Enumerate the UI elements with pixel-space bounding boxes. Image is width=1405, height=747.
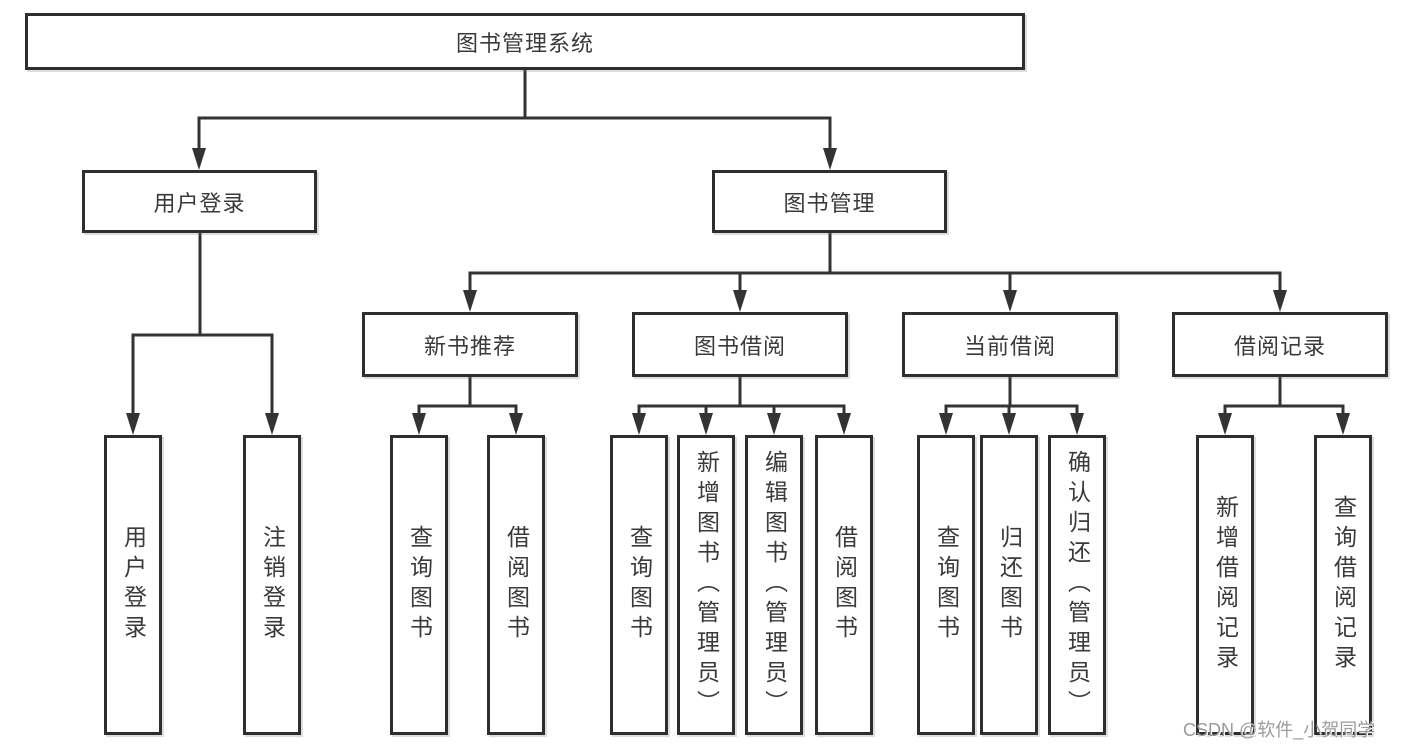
node-label: 用户登录 [153,190,246,216]
leaf-logout: 注销登录 [243,435,301,735]
node-borrow-records: 借阅记录 [1172,312,1388,377]
arrow-icon [192,148,206,170]
arrow-icon [1003,290,1017,312]
arrow-icon [509,413,523,435]
node-label: 新增图书（管理员） [693,450,720,720]
arrow-icon [126,413,140,435]
arrow-icon [767,413,781,435]
arrow-icon [1336,413,1350,435]
node-label: 新书推荐 [423,333,516,359]
node-new-book-recommend: 新书推荐 [362,312,578,377]
node-label: 新增借阅记录 [1212,495,1239,675]
node-label: 图书管理系统 [455,30,594,56]
node-label: 查询借阅记录 [1330,495,1357,675]
leaf-user-login: 用户登录 [104,435,162,735]
arrow-icon [837,413,851,435]
arrow-icon [1218,413,1232,435]
node-book-borrow: 图书借阅 [632,312,848,377]
node-label: 查询图书 [933,525,960,645]
arrow-icon [733,290,747,312]
node-label: 借阅图书 [503,525,530,645]
arrow-icon [699,413,713,435]
node-user-login: 用户登录 [82,170,317,233]
node-label: 确认归还（管理员） [1064,450,1091,720]
arrow-icon [265,413,279,435]
arrow-icon [632,413,646,435]
node-label: 图书借阅 [693,333,786,359]
leaf-query-book-current: 查询图书 [917,435,975,735]
node-label: 用户登录 [120,525,147,645]
connector-book-borrow-children [637,375,846,418]
node-label: 注销登录 [259,525,286,645]
connector-user-login-children [131,231,274,417]
node-root: 图书管理系统 [25,13,1025,70]
node-label: 图书管理 [783,190,876,216]
watermark: CSDN @软件_小贺同学 [1183,720,1376,740]
node-label: 查询图书 [626,525,653,645]
leaf-return-book: 归还图书 [980,435,1038,735]
node-label: 归还图书 [996,525,1023,645]
leaf-edit-book-admin: 编辑图书（管理员） [745,435,803,735]
connector-root-to-level2 [197,68,832,152]
node-label: 当前借阅 [963,333,1056,359]
arrow-icon [1273,290,1287,312]
node-label: 编辑图书（管理员） [761,450,788,720]
leaf-query-book-recommend: 查询图书 [390,435,448,735]
leaf-add-borrow-record: 新增借阅记录 [1196,435,1254,735]
connector-book-management-children [468,231,1282,296]
node-book-management: 图书管理 [712,170,947,233]
leaf-query-book-borrow: 查询图书 [610,435,668,735]
arrow-icon [1002,413,1016,435]
node-label: 查询图书 [406,525,433,645]
leaf-add-book-admin: 新增图书（管理员） [677,435,735,735]
arrowheads [126,148,1350,435]
leaf-confirm-return-admin: 确认归还（管理员） [1048,435,1106,735]
node-current-borrow: 当前借阅 [902,312,1118,377]
leaf-query-borrow-record: 查询借阅记录 [1314,435,1372,735]
arrow-icon [463,290,477,312]
connector-new-book-recommend-children [417,375,518,418]
arrow-icon [1070,413,1084,435]
leaf-borrow-book: 借阅图书 [815,435,873,735]
node-label: 借阅图书 [831,525,858,645]
connector-current-borrow-children [944,375,1079,418]
arrow-icon [412,413,426,435]
leaf-borrow-book-recommend: 借阅图书 [487,435,545,735]
node-label: 借阅记录 [1233,333,1326,359]
arrow-icon [823,148,837,170]
arrow-icon [939,413,953,435]
connector-borrow-records-children [1223,375,1345,418]
